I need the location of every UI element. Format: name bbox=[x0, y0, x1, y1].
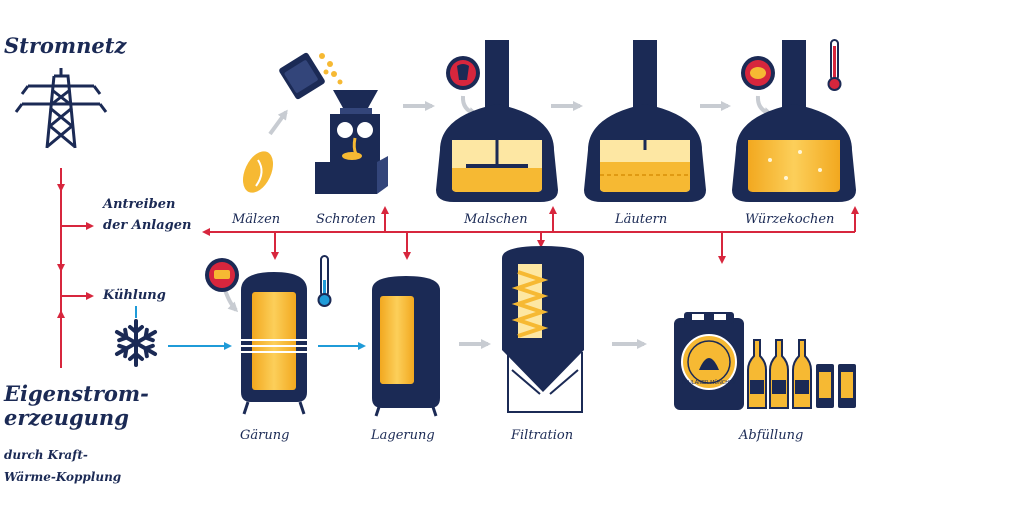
step-milling: Schroten bbox=[316, 212, 376, 227]
step-storage: Lagerung bbox=[371, 428, 435, 443]
malt-grain bbox=[242, 151, 274, 193]
grid-label: Stromnetz bbox=[4, 33, 127, 58]
step-bottling: Abfüllung bbox=[739, 428, 804, 443]
self-generation-label-line1: Eigenstrom- bbox=[4, 381, 149, 406]
beer-can bbox=[816, 364, 834, 408]
mill-machine bbox=[279, 52, 388, 194]
snowflake-icon bbox=[114, 319, 158, 367]
drive-label-line2: der Anlagen bbox=[103, 218, 192, 233]
step-boiling: Würzekochen bbox=[745, 212, 835, 227]
lauter-tun bbox=[584, 40, 706, 202]
cooling-lines bbox=[135, 306, 366, 350]
self-generation-label-line2: erzeugung bbox=[4, 405, 129, 430]
power-lines bbox=[57, 168, 859, 368]
beer-keg: PAULANER MÜNCHEN bbox=[674, 312, 744, 410]
chp-label-line1: durch Kraft- bbox=[4, 448, 88, 462]
yeast-badge-icon bbox=[205, 258, 239, 292]
step-filtration: Filtration bbox=[511, 428, 574, 443]
beer-bottle bbox=[769, 339, 789, 409]
pylon-icon bbox=[14, 68, 108, 149]
step-lautering: Läutern bbox=[615, 212, 668, 227]
hops-badge-icon bbox=[446, 56, 480, 90]
process-arrows bbox=[223, 95, 774, 349]
bottles-and-cans bbox=[747, 339, 856, 409]
step-malting: Mälzen bbox=[232, 212, 281, 227]
thermometer-icon bbox=[827, 39, 842, 91]
thermometer-icon bbox=[317, 255, 332, 307]
beer-bottle bbox=[792, 339, 812, 409]
chp-label-line2: Wärme-Kopplung bbox=[4, 470, 122, 484]
filter-vessel bbox=[502, 246, 584, 413]
cooling-label: Kühlung bbox=[103, 288, 166, 303]
step-mashing: Malschen bbox=[464, 212, 528, 227]
storage-tank bbox=[372, 276, 440, 417]
fermentation-tank bbox=[241, 272, 307, 415]
wort-kettle bbox=[732, 40, 856, 202]
beer-bottle bbox=[747, 339, 767, 409]
spice-badge-icon bbox=[741, 56, 775, 90]
drive-label-line1: Antreiben bbox=[103, 197, 176, 212]
step-fermentation: Gärung bbox=[240, 428, 290, 443]
beer-can bbox=[838, 364, 856, 408]
mash-tun bbox=[436, 40, 558, 202]
keg-logo-text: PAULANER MÜNCHEN bbox=[682, 379, 736, 386]
